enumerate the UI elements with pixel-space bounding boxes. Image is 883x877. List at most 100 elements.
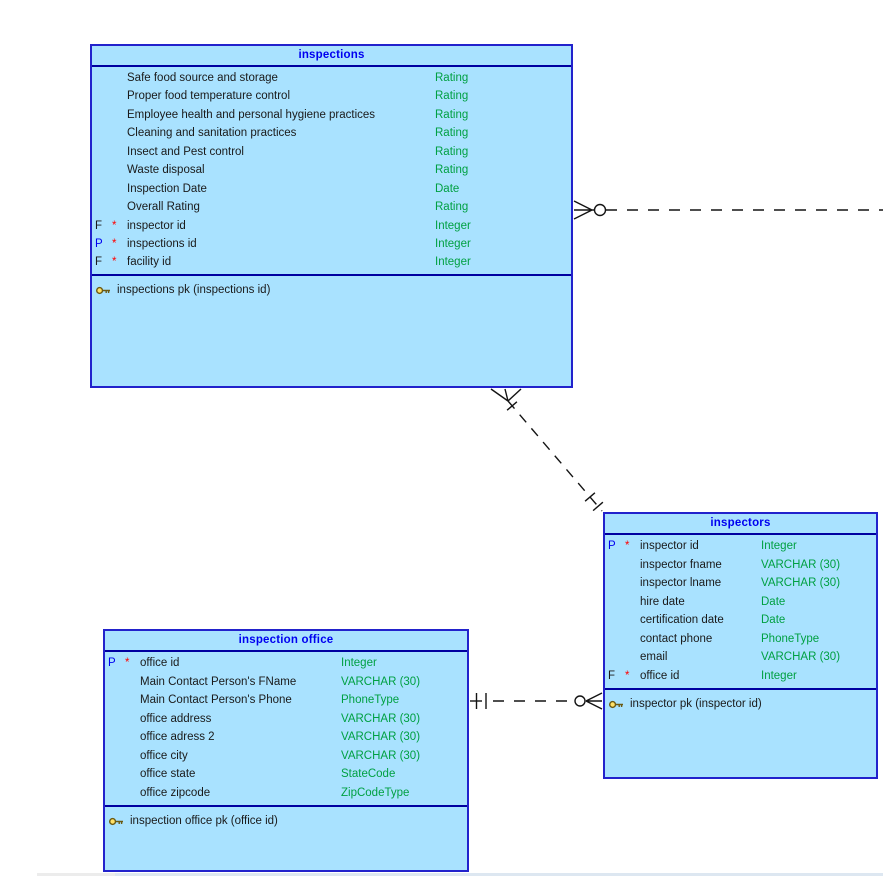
required-marker: * (112, 237, 117, 250)
tick-icon (506, 401, 518, 411)
table-row: Cleaning and sanitation practices Rating (92, 124, 571, 142)
table-row: office zipcode ZipCodeType (105, 784, 467, 803)
column-name: Overall Rating (127, 201, 200, 214)
table-row: P * office id Integer (105, 654, 467, 673)
pk-label: inspector pk (inspector id) (630, 698, 762, 710)
column-type: VARCHAR (30) (341, 749, 421, 762)
column-type: Date (761, 614, 786, 626)
relationship-inspections-facility[interactable] (573, 200, 883, 220)
entity-inspections[interactable]: inspections Safe food source and storage… (90, 44, 573, 388)
primary-key-icon (109, 817, 124, 826)
column-type: Integer (435, 237, 471, 250)
table-row: Inspection Date Date (92, 180, 571, 198)
column-type: PhoneType (341, 694, 400, 706)
table-row: P * inspector id Integer (605, 537, 876, 556)
column-name: certification date (640, 614, 724, 626)
table-row: Insect and Pest control Rating (92, 143, 571, 161)
column-name: inspector id (640, 540, 699, 552)
pk-section: inspector pk (inspector id) (605, 688, 876, 777)
column-name: inspections id (127, 237, 197, 250)
tick-icon (592, 501, 604, 512)
primary-key-icon (609, 700, 624, 709)
table-row: Overall Rating Rating (92, 198, 571, 216)
entity-inspection-office[interactable]: inspection office P * office id Integer … (103, 629, 469, 872)
attribute-list: Safe food source and storage Rating Prop… (92, 67, 571, 274)
table-row: Proper food temperature control Rating (92, 87, 571, 105)
table-row: Main Contact Person's FName VARCHAR (30) (105, 673, 467, 692)
column-type: Rating (435, 108, 469, 121)
relationship-inspections-inspectors[interactable] (490, 388, 604, 512)
column-name: hire date (640, 595, 685, 608)
column-name: inspector fname (640, 558, 722, 571)
table-row: office city VARCHAR (30) (105, 747, 467, 766)
key-letter: P (95, 237, 103, 250)
table-row: Waste disposal Rating (92, 161, 571, 179)
table-row: office address VARCHAR (30) (105, 710, 467, 729)
column-type: Rating (435, 164, 469, 177)
table-row: email VARCHAR (30) (605, 648, 876, 667)
column-type: PhoneType (761, 632, 820, 645)
pk-section: inspection office pk (office id) (105, 805, 467, 870)
column-name: office state (140, 768, 196, 780)
column-name: office zipcode (140, 786, 211, 799)
pk-label: inspection office pk (office id) (130, 815, 278, 827)
column-type: StateCode (341, 768, 396, 780)
column-type: Rating (435, 127, 469, 140)
column-name: Main Contact Person's FName (140, 675, 297, 688)
entity-title: inspectors (605, 514, 876, 535)
column-name: Cleaning and sanitation practices (127, 127, 297, 140)
attribute-list: P * office id Integer Main Contact Perso… (105, 652, 467, 805)
pk-section: inspections pk (inspections id) (92, 274, 571, 386)
table-row: contact phone PhoneType (605, 630, 876, 649)
column-type: VARCHAR (30) (341, 712, 421, 725)
column-type: Date (435, 182, 460, 195)
optional-circle-icon (593, 203, 607, 217)
column-type: Date (761, 595, 786, 608)
entity-inspectors[interactable]: inspectors P * inspector id Integer insp… (603, 512, 878, 779)
required-marker: * (112, 219, 117, 232)
column-name: Waste disposal (127, 164, 205, 177)
key-letter: P (608, 540, 616, 552)
column-name: Proper food temperature control (127, 90, 291, 103)
attribute-list: P * inspector id Integer inspector fname… (605, 535, 876, 688)
column-name: Inspection Date (127, 182, 207, 195)
table-row: Main Contact Person's Phone PhoneType (105, 691, 467, 710)
dashed-line (507, 400, 603, 512)
column-type: VARCHAR (30) (761, 577, 841, 589)
relationship-office-inspectors[interactable] (470, 692, 603, 710)
table-row: F * inspector id Integer (92, 217, 571, 235)
table-row: P * inspections id Integer (92, 235, 571, 253)
column-name: Insect and Pest control (127, 145, 244, 158)
column-type: Integer (761, 669, 797, 682)
scrollbar-thumb[interactable] (115, 873, 883, 876)
column-type: Integer (761, 540, 797, 552)
horizontal-scrollbar[interactable] (37, 873, 883, 876)
table-row: Safe food source and storage Rating (92, 69, 571, 87)
required-marker: * (625, 540, 630, 552)
column-name: office address (140, 712, 212, 725)
column-type: VARCHAR (30) (761, 651, 841, 663)
column-name: Employee health and personal hygiene pra… (127, 108, 376, 121)
required-marker: * (625, 669, 630, 682)
column-name: Main Contact Person's Phone (140, 694, 292, 706)
required-marker: * (112, 256, 117, 269)
column-type: VARCHAR (30) (341, 675, 421, 688)
column-type: Integer (435, 219, 471, 232)
column-name: facility id (127, 256, 172, 269)
table-row: certification date Date (605, 611, 876, 630)
table-row: hire date Date (605, 593, 876, 612)
column-type: VARCHAR (30) (761, 558, 841, 571)
entity-title: inspection office (105, 631, 467, 652)
key-letter: F (95, 219, 103, 232)
column-name: contact phone (640, 632, 713, 645)
table-row: office adress 2 VARCHAR (30) (105, 728, 467, 747)
column-name: office id (640, 669, 680, 682)
column-type: Rating (435, 90, 469, 103)
table-row: office state StateCode (105, 765, 467, 784)
entity-title: inspections (92, 46, 571, 67)
column-name: office city (140, 749, 188, 762)
table-row: Employee health and personal hygiene pra… (92, 106, 571, 124)
column-name: email (640, 651, 668, 663)
table-row: F * office id Integer (605, 667, 876, 686)
